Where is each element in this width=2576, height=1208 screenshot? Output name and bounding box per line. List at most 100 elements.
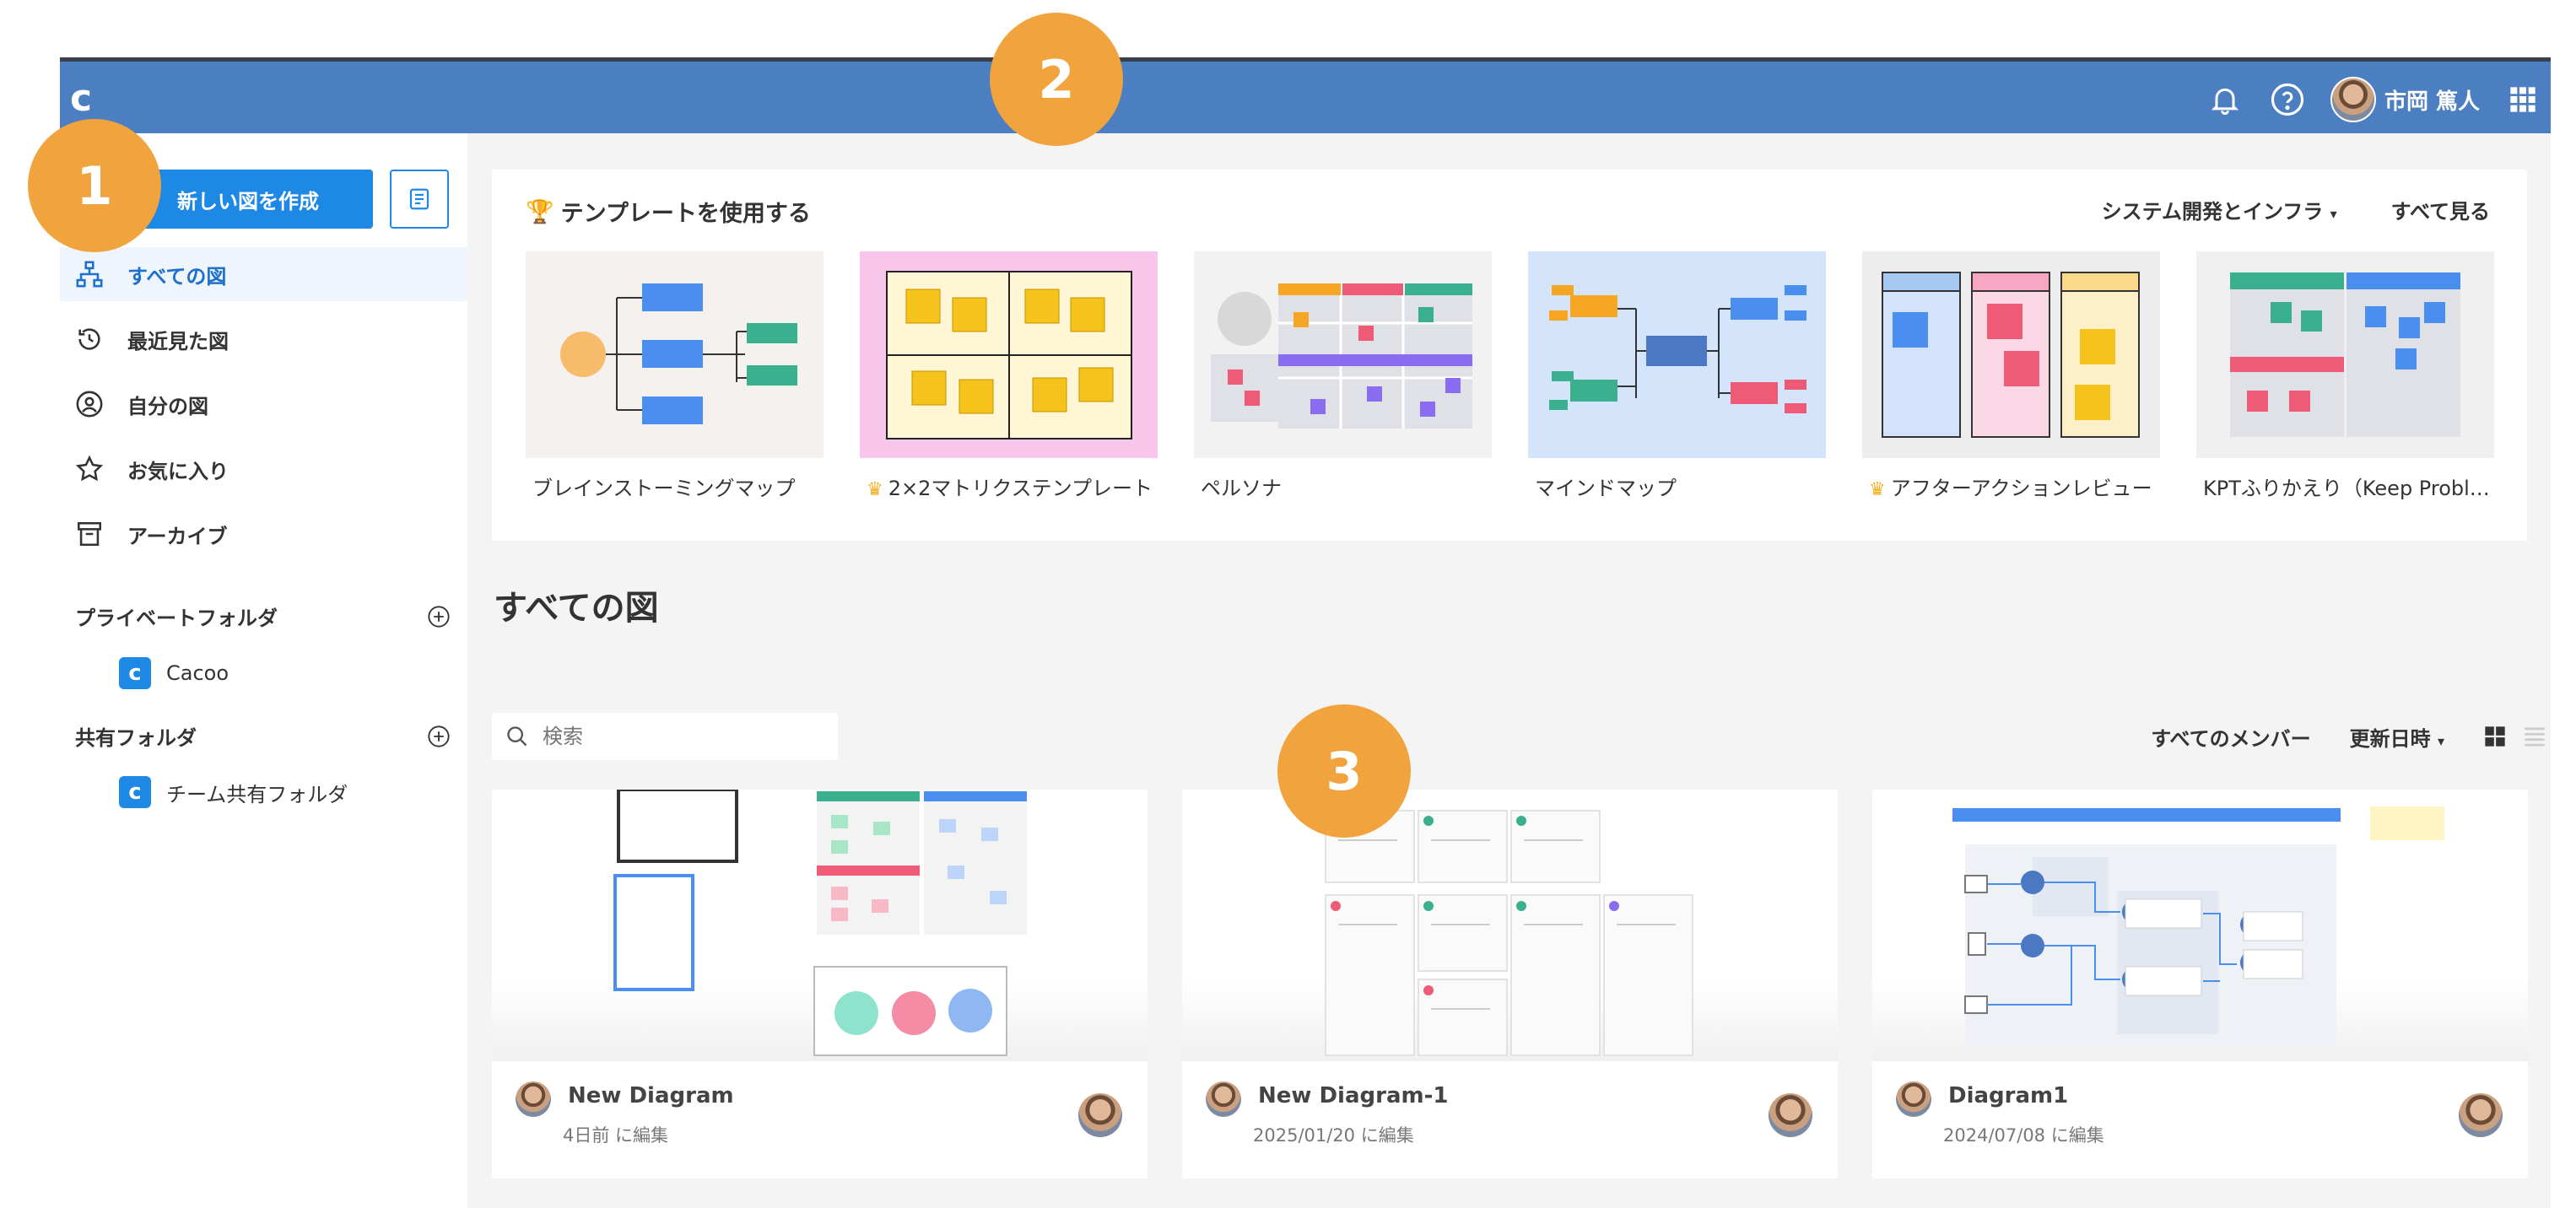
diagram-edited-time: 2025/01/20 に編集: [1253, 1125, 1414, 1146]
caret-down-icon: ▾: [2330, 206, 2337, 222]
sidebar-item-favorites[interactable]: お気に入り: [60, 442, 467, 496]
history-icon: [78, 328, 100, 350]
template-panel: 🏆 テンプレートを使用する システム開発とインフラ ▾ すべて見る: [492, 170, 2527, 541]
sidebar-item-label: 最近見た図: [127, 329, 229, 353]
sidebar-item-archive[interactable]: アーカイブ: [60, 507, 467, 561]
template-title: 🏆 テンプレートを使用する: [526, 195, 811, 228]
document-button[interactable]: [390, 170, 449, 229]
diagram-name[interactable]: New Diagram-1: [1258, 1083, 1449, 1108]
shared-folder-header: 共有フォルダ: [75, 721, 451, 751]
template-label: ブレインストーミングマップ: [532, 477, 796, 500]
diagram-card[interactable]: Diagram1 2024/07/08 に編集: [1872, 790, 2528, 1178]
diagram-name[interactable]: Diagram1: [1948, 1083, 2069, 1108]
shared-folder-title: 共有フォルダ: [75, 726, 197, 750]
sidebar: 新しい図を作成 すべての図 最近見た図 自分の図 お気に入り: [60, 133, 467, 1208]
apps-grid-icon[interactable]: [2503, 80, 2542, 119]
avatar: [1206, 1081, 1241, 1117]
cacoo-folder-icon: c: [119, 776, 151, 808]
crown-icon: ♛: [1869, 479, 1886, 500]
hierarchy-icon: [76, 261, 103, 288]
private-folder-header: プライベートフォルダ: [75, 601, 451, 631]
sort-label: 更新日時: [2349, 726, 2431, 751]
template-card[interactable]: マインドマップ: [1528, 251, 1826, 501]
help-icon[interactable]: [2268, 80, 2307, 119]
cacoo-logo[interactable]: c: [70, 77, 93, 120]
list-view-icon[interactable]: [2522, 725, 2547, 748]
category-label: システム開発とインフラ: [2101, 200, 2324, 224]
sidebar-item-all-diagrams[interactable]: すべての図: [60, 247, 467, 301]
new-diagram-button[interactable]: 新しい図を作成: [123, 170, 373, 229]
trophy-icon: 🏆: [526, 198, 554, 225]
avatar: [1896, 1081, 1931, 1117]
template-label-row: ♛2×2マトリクステンプレート: [860, 472, 1158, 501]
crown-icon: ♛: [867, 479, 883, 500]
template-category-dropdown[interactable]: システム開発とインフラ ▾: [2102, 195, 2337, 224]
template-label: ペルソナ: [1201, 477, 1282, 500]
sidebar-item-label: お気に入り: [127, 459, 229, 483]
diagram-card[interactable]: New Diagram-1 2025/01/20 に編集: [1182, 790, 1838, 1178]
search-input[interactable]: [541, 724, 814, 749]
template-label-row: ♛アフターアクションレビュー: [1862, 472, 2160, 501]
search-box[interactable]: [492, 713, 838, 760]
filter-bar: すべてのメンバー 更新日時 ▾: [2151, 713, 2551, 760]
bell-icon[interactable]: [2206, 80, 2244, 119]
template-title-text: テンプレートを使用する: [560, 201, 811, 227]
folder-label: Cacoo: [166, 661, 230, 685]
search-icon: [507, 726, 527, 747]
owner-avatar: [2459, 1093, 2503, 1137]
sidebar-item-label: 自分の図: [127, 394, 208, 418]
annotation-badge-3: 3: [1277, 704, 1411, 838]
grid-view-icon[interactable]: [2483, 725, 2507, 748]
template-thumbnail: [860, 251, 1158, 458]
diagram-card[interactable]: New Diagram 4日前 に編集: [492, 790, 1148, 1178]
avatar: [2330, 77, 2376, 122]
template-card[interactable]: ブレインストーミングマップ: [526, 251, 824, 501]
sort-dropdown[interactable]: 更新日時 ▾: [2350, 722, 2444, 752]
template-thumbnail: [1194, 251, 1492, 458]
template-label: 2×2マトリクステンプレート: [888, 477, 1153, 500]
user-menu[interactable]: 市岡 篤人: [2330, 77, 2480, 122]
template-thumbnail: [2196, 251, 2494, 458]
add-folder-icon[interactable]: [427, 605, 451, 628]
user-circle-icon: [76, 391, 103, 418]
diagram-thumbnail: [1872, 790, 2528, 1061]
document-icon: [409, 188, 429, 210]
user-name: 市岡 篤人: [2384, 89, 2480, 115]
template-card[interactable]: ペルソナ: [1194, 251, 1492, 501]
owner-avatar: [1769, 1093, 1812, 1137]
diagram-name[interactable]: New Diagram: [568, 1083, 734, 1108]
template-thumbnail: [1528, 251, 1826, 458]
sidebar-item-label: すべての図: [127, 264, 227, 289]
folder-label: チーム共有フォルダ: [166, 782, 348, 806]
private-folder-title: プライベートフォルダ: [75, 607, 278, 630]
add-folder-icon[interactable]: [427, 725, 451, 748]
page-title: すべての図: [494, 589, 659, 628]
top-bar: c 市岡 篤人: [60, 57, 2551, 133]
member-filter-dropdown[interactable]: すべてのメンバー: [2151, 726, 2311, 751]
annotation-badge-2: 2: [990, 13, 1123, 146]
template-card[interactable]: ♛アフターアクションレビュー: [1862, 251, 2160, 501]
template-thumbnail: [1862, 251, 2160, 458]
folder-item-cacoo[interactable]: c Cacoo: [119, 657, 229, 689]
star-icon: [75, 455, 104, 482]
annotation-badge-1: 1: [28, 119, 161, 252]
template-card[interactable]: KPTふりかえり（Keep Problem Try）: [2196, 251, 2494, 501]
avatar: [516, 1081, 551, 1117]
template-label: マインドマップ: [1535, 477, 1677, 500]
template-card[interactable]: ♛2×2マトリクステンプレート: [860, 251, 1158, 501]
template-label: KPTふりかえり（Keep Problem Try）: [2203, 477, 2494, 500]
see-all-link[interactable]: すべて見る: [2390, 200, 2490, 224]
sidebar-item-recent[interactable]: 最近見た図: [60, 312, 467, 366]
cacoo-folder-icon: c: [119, 657, 151, 689]
sidebar-item-label: アーカイブ: [127, 524, 228, 548]
diagram-edited-time: 4日前 に編集: [563, 1125, 669, 1146]
sidebar-nav: すべての図 最近見た図 自分の図 お気に入り アーカイブ: [60, 247, 467, 572]
template-thumbnail: [526, 251, 824, 458]
diagram-thumbnail: [1182, 790, 1838, 1061]
sidebar-item-mine[interactable]: 自分の図: [60, 377, 467, 431]
folder-item-team[interactable]: c チーム共有フォルダ: [119, 776, 348, 808]
app-window: c 市岡 篤人 新しい図を作成 すべての図: [60, 57, 2551, 1208]
diagram-thumbnail: [492, 790, 1148, 1061]
owner-avatar: [1078, 1093, 1122, 1137]
archive-icon: [77, 521, 102, 547]
